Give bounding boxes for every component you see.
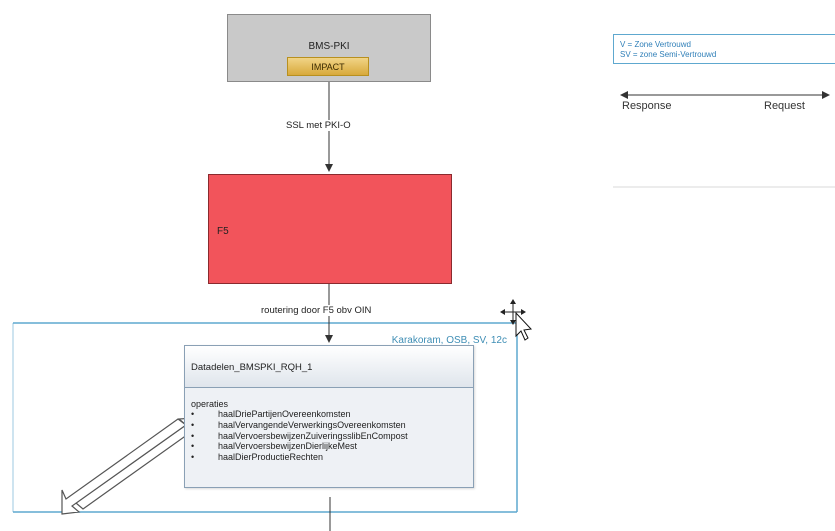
service-class-header: Datadelen_BMSPKI_RQH_1 [185,346,473,388]
operation-item: haalDriePartijenOvereenkomsten [191,409,408,420]
f5-label: F5 [217,226,229,237]
operation-item: haalVervoersbewijzenDierlijkeMest [191,441,408,452]
move-cursor-icon [500,299,533,341]
legend-line-sv: SV = zone Semi-Vertrouwd [620,50,717,59]
frame-border [12,322,518,513]
ssl-edge-label: SSL met PKI-O [284,120,353,131]
operations-list: haalDriePartijenOvereenkomsten haalVerva… [191,409,408,463]
operation-item: haalVervoersbewijzenZuiveringsslibEnComp… [191,431,408,442]
operation-item: haalDierProductieRechten [191,452,408,463]
f5-node[interactable]: F5 [208,174,452,284]
service-class-title: Datadelen_BMSPKI_RQH_1 [191,362,313,373]
bms-pki-node[interactable]: BMS-PKI IMPACT [227,14,431,82]
hollow-double-arrow-icon [61,417,196,515]
operations-heading: operaties [191,399,229,409]
response-label: Response [622,100,672,112]
request-label: Request [764,100,805,112]
operation-item: haalVervangendeVerwerkingsOvereenkomsten [191,420,408,431]
routing-edge-label: routering door F5 obv OIN [259,305,374,316]
legend-line-v: V = Zone Vertrouwd [620,40,691,49]
frame-label: Karakoram, OSB, SV, 12c [391,335,507,346]
zone-legend: V = Zone Vertrouwd SV = zone Semi-Vertro… [613,34,835,64]
service-class-box[interactable]: Datadelen_BMSPKI_RQH_1 operaties haalDri… [184,345,474,488]
bms-pki-title: BMS-PKI [308,41,350,52]
impact-component[interactable]: IMPACT [287,57,369,76]
